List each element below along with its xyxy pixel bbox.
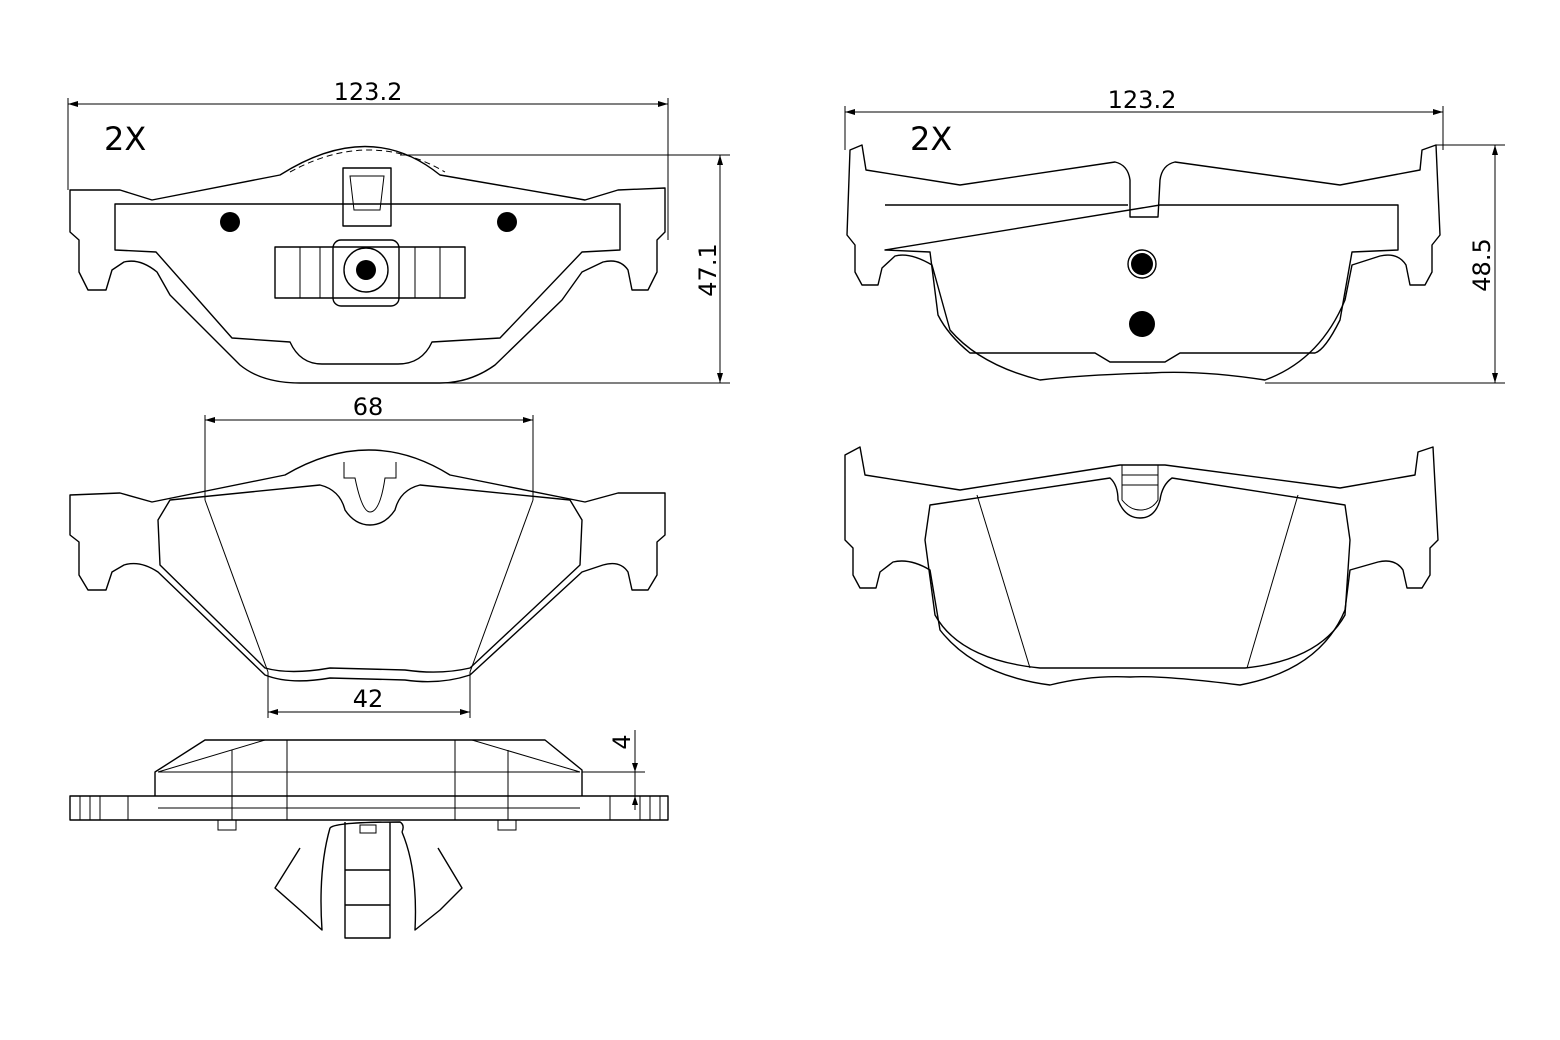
- rear-pad-backplate-outline: [846, 144, 1441, 381]
- rear-height-label: 48.5: [1468, 238, 1496, 291]
- front-pad-friction-view: 68 42: [69, 393, 666, 718]
- rear-pad-friction-view: [844, 446, 1439, 686]
- friction-top-label: 68: [353, 393, 384, 421]
- thickness-arrows: [632, 763, 638, 805]
- rear-pad-hole-top: [1131, 253, 1153, 275]
- side-clip-body: [344, 822, 391, 939]
- front-pad-back-view: [69, 145, 666, 384]
- side-friction-lines: [157, 739, 581, 820]
- side-clip-spring-right: [401, 831, 463, 931]
- front-pad-clip-boss: [332, 239, 400, 307]
- front-pad-friction-notch: [343, 462, 397, 513]
- side-clip-tab: [359, 824, 377, 834]
- rear-pad-friction-notch: [1121, 465, 1159, 511]
- front-pad-clip-detail: [343, 175, 391, 227]
- side-backplate-ribs: [79, 796, 661, 820]
- front-width-dimension-line: [67, 98, 669, 240]
- rear-width-dimension-line: [844, 106, 1444, 150]
- front-pad-side-view: 4: [69, 730, 669, 939]
- front-quantity-label: 2X: [104, 120, 146, 158]
- side-friction-material: [154, 739, 583, 796]
- side-tab-right: [497, 819, 517, 831]
- thickness-label: 4: [608, 734, 636, 749]
- rear-width-label: 123.2: [1108, 86, 1177, 114]
- side-tab-left: [217, 819, 237, 831]
- front-height-dimension-line: [400, 154, 730, 384]
- side-backplate: [69, 795, 669, 821]
- front-height-label: 47.1: [694, 243, 722, 296]
- side-clip-spring-left: [274, 821, 404, 931]
- front-pad-clip-hole: [356, 260, 376, 280]
- rear-pad-dimensions: 123.2 2X 48.5: [844, 86, 1505, 384]
- front-pad-hole-left: [220, 212, 240, 232]
- front-pad-inner-outline: [114, 203, 621, 365]
- rear-pad-friction-material: [924, 477, 1351, 669]
- front-pad-friction-backplate: [69, 449, 666, 683]
- friction-top-dimension-line: [204, 415, 534, 500]
- rear-pad-inner-outline: [884, 204, 1399, 363]
- front-pad-chamfer-lines: [204, 499, 534, 673]
- front-pad-clip-arc: [289, 149, 446, 173]
- rear-pad-hole-bottom: [1129, 311, 1155, 337]
- front-pad-clip-ribs: [299, 247, 441, 298]
- rear-pad-back-view: [846, 144, 1441, 381]
- rear-pad-hole-ring: [1127, 249, 1157, 279]
- front-pad-clip-body: [274, 246, 466, 299]
- front-pad-backplate-outline: [69, 145, 666, 384]
- rear-height-dimension-line: [1265, 144, 1505, 384]
- rear-pad-friction-backplate: [844, 446, 1439, 686]
- front-pad-clip-ring: [343, 247, 389, 293]
- front-pad-friction-material: [157, 484, 583, 673]
- rear-quantity-label: 2X: [910, 120, 952, 158]
- friction-bottom-dimension-line: [267, 672, 471, 718]
- front-pad-hole-right: [497, 212, 517, 232]
- friction-bottom-label: 42: [353, 685, 384, 713]
- front-width-label: 123.2: [334, 78, 403, 106]
- front-pad-dimensions: 123.2 2X 47.1: [67, 78, 730, 384]
- rear-pad-chamfer-lines: [976, 494, 1299, 669]
